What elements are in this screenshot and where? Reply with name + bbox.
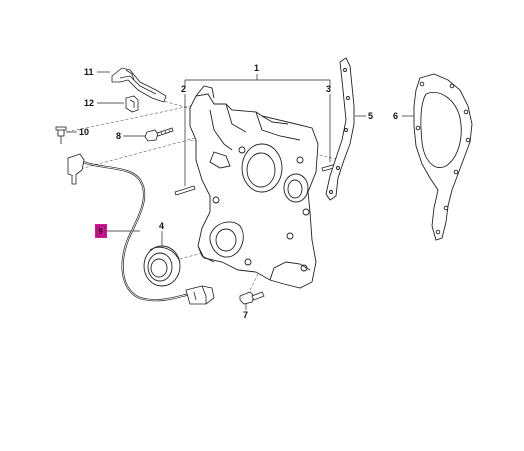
callout-4: 4 [159, 221, 164, 231]
callout-5: 5 [368, 111, 373, 121]
callout-1: 1 [254, 63, 259, 73]
callout-6: 6 [393, 111, 398, 121]
part-12-clip [125, 95, 139, 113]
callout-3: 3 [326, 84, 331, 94]
callout-9-highlighted[interactable]: 9 [95, 224, 107, 238]
callout-12: 12 [84, 98, 94, 108]
leader-lines [66, 71, 416, 310]
part-6-gasket [413, 73, 473, 241]
part-1-timing-cover [189, 85, 319, 289]
callout-8: 8 [116, 131, 121, 141]
sensor-connector [185, 285, 215, 305]
part-10-screw [55, 126, 67, 144]
callout-2: 2 [181, 84, 186, 94]
callout-9-label: 9 [99, 227, 104, 236]
part-9-sensor-cable [77, 158, 191, 302]
part-7-bolt [239, 291, 265, 305]
part-2-dowel-pin [174, 185, 196, 196]
callout-11: 11 [84, 67, 94, 77]
part-4-seal-ring [143, 245, 181, 287]
part-8-bolt [144, 127, 174, 142]
callout-9-inner [96, 225, 106, 237]
callout-7: 7 [243, 310, 248, 320]
callout-9-highlight-box [95, 224, 107, 238]
part-5-gasket-strip [325, 57, 355, 201]
sensor-head [67, 153, 85, 185]
part-11-cover-bracket [111, 67, 167, 103]
callout-10: 10 [79, 127, 89, 137]
